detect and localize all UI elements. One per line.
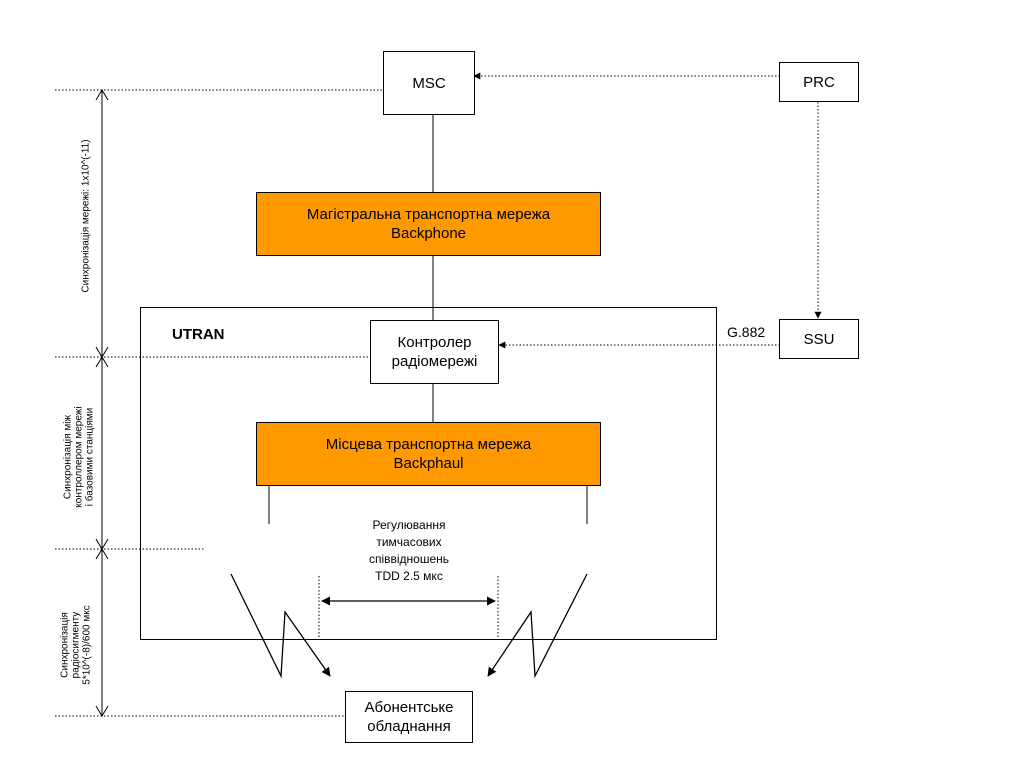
sync-controller-label: Синхронізація між контроллером мережі і …	[63, 406, 96, 507]
utran-frame	[140, 307, 717, 640]
rnc-node[interactable]: Контролер радіомережі	[370, 320, 499, 384]
rnc-line1: Контролер	[397, 334, 472, 351]
tdd-note-line2: тимчасових	[376, 535, 442, 549]
ssu-node[interactable]: SSU	[779, 319, 859, 359]
backbone-network-line2: Backphone	[390, 225, 467, 242]
sync-network-label: Синхронізація мережі: 1x10^(-11)	[81, 139, 92, 292]
radio-link-left	[230, 573, 331, 679]
backhaul-network-node[interactable]: Місцева транспортна мережа Backphaul	[256, 422, 601, 486]
rnc-line2: радіомережі	[391, 353, 478, 370]
ue-line2: обладнання	[367, 718, 451, 735]
backhaul-network-line1: Місцева транспортна мережа	[325, 436, 532, 453]
sync-radio-line2: радіосигменту	[70, 611, 82, 679]
tdd-note: Регулювання тимчасових співвідношень TDD…	[339, 517, 479, 585]
ue-line1: Абонентське	[364, 699, 454, 716]
backbone-network-line1: Магістральна транспортна мережа	[306, 206, 551, 223]
sync-radio-line3: 5*10^(-8)/600 мкс	[81, 605, 93, 685]
backhaul-network-line2: Backphaul	[393, 455, 464, 472]
tdd-note-line3: співвідношень	[368, 552, 450, 566]
msc-node[interactable]: MSC	[383, 51, 475, 115]
utran-label: UTRAN	[172, 326, 225, 343]
sync-radio-label: Синхронізація радіосигменту 5*10^(-8)/60…	[60, 605, 93, 684]
prc-node[interactable]: PRC	[779, 62, 859, 102]
sync-controller-line2: контроллером мережі	[73, 406, 85, 508]
tdd-note-line1: Регулювання	[372, 518, 446, 532]
tdd-note-line4: TDD 2.5 мкс	[375, 569, 443, 583]
prc-label: PRC	[803, 73, 835, 91]
sync-controller-line3: і базовими станціями	[84, 407, 96, 507]
g882-label: G.882	[727, 324, 766, 340]
backbone-network-node[interactable]: Магістральна транспортна мережа Backphon…	[256, 192, 601, 256]
user-equipment-node[interactable]: Абонентське обладнання	[345, 691, 473, 743]
ssu-label: SSU	[803, 330, 835, 348]
sync-controller-line1: Синхронізація між	[62, 414, 74, 500]
sync-network-line: Синхронізація мережі: 1x10^(-11)	[80, 139, 92, 293]
msc-label: MSC	[412, 74, 446, 92]
sync-radio-line1: Синхронізація	[59, 612, 71, 678]
radio-link-right	[487, 573, 588, 679]
